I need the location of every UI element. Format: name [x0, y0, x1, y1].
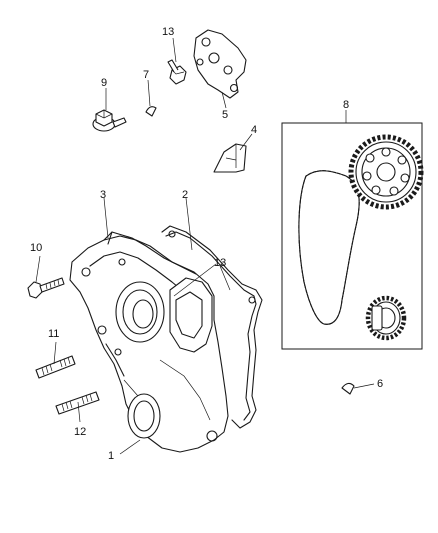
callout-5: 5: [222, 109, 228, 121]
leader-lines: [35, 37, 375, 455]
part-12-stud: [55, 391, 100, 415]
callout-labels: 13 7 9 5 4 8 3 2 13 10 11 12 1 6: [30, 26, 383, 462]
callout-11: 11: [48, 328, 59, 340]
callout-9: 9: [101, 77, 107, 89]
part-6-key: [341, 382, 355, 395]
part-2-gasket: [161, 225, 263, 429]
callout-12: 12: [74, 426, 86, 438]
part-10-bolt: [27, 277, 65, 299]
cam-sprocket: [348, 134, 424, 210]
callout-4: 4: [251, 124, 257, 136]
callout-3: 3: [100, 189, 106, 201]
callout-8: 8: [343, 99, 349, 111]
part-5-plate: [193, 29, 247, 99]
callout-6: 6: [377, 378, 383, 390]
callout-10: 10: [30, 242, 42, 254]
part-4-bracket: [213, 143, 247, 173]
part-13-bolt-top: [167, 59, 187, 85]
part-7-key: [145, 106, 157, 117]
callout-13-top: 13: [162, 26, 174, 38]
callout-2: 2: [182, 189, 188, 201]
callout-7: 7: [143, 69, 149, 81]
crank-sprocket: [365, 295, 407, 341]
timing-chain: [298, 170, 360, 325]
part-11-stud: [35, 355, 76, 379]
callout-13-mid: 13: [214, 257, 226, 269]
part-9-bolt-washer: [92, 109, 127, 132]
part-1-timing-cover: [69, 231, 229, 453]
part-8-group-box: [281, 122, 424, 350]
callout-1: 1: [108, 450, 114, 462]
